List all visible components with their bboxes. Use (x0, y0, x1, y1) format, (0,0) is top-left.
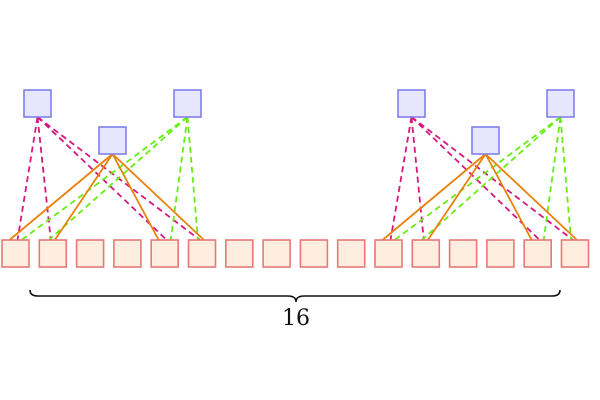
bottom-node-12 (411, 239, 441, 268)
bottom-node-9 (299, 239, 329, 268)
top-node-g2-left (397, 89, 426, 118)
bottom-node-2 (38, 239, 68, 268)
bottom-node-layer (1, 239, 590, 268)
bottom-node-7 (225, 239, 254, 268)
edge-g1-middle-to-1 (8, 153, 114, 241)
edge-g2-middle-to-15 (484, 153, 533, 241)
edge-g2-left-to-11 (389, 116, 413, 241)
edge-g1-middle-to-5 (111, 153, 160, 241)
bottom-node-5 (150, 239, 179, 268)
top-node-layer (23, 89, 575, 155)
edge-g1-right-to-2 (48, 116, 189, 241)
bottom-node-16 (560, 239, 590, 268)
edge-g2-middle-to-16 (484, 153, 578, 241)
edge-g2-right-to-12 (421, 116, 562, 241)
edge-g2-right-to-15 (542, 116, 562, 241)
edge-g1-left-to-2 (36, 116, 52, 241)
edge-g2-middle-to-12 (427, 153, 487, 241)
bottom-node-13 (448, 239, 478, 268)
top-node-g1-middle (98, 126, 127, 155)
bottom-node-1 (1, 239, 30, 268)
bottom-node-8 (262, 239, 291, 268)
bottom-node-6 (187, 239, 217, 268)
edge-g2-left-to-12 (410, 116, 425, 241)
top-node-g2-right (546, 89, 575, 118)
count-brace-label: 16 (282, 306, 310, 331)
bottom-node-15 (523, 239, 553, 268)
edge-g1-middle-to-2 (54, 153, 114, 241)
edge-g1-right-to-5 (169, 116, 189, 241)
top-node-g1-left (23, 89, 52, 118)
edge-g2-right-to-11 (393, 116, 562, 241)
count-brace (29, 289, 561, 303)
bottom-node-4 (113, 239, 142, 268)
top-node-g2-middle (471, 126, 500, 155)
bottom-node-14 (486, 239, 515, 268)
edge-g1-left-to-1 (16, 116, 39, 241)
bottom-node-11 (374, 239, 403, 268)
edge-g1-right-to-6 (186, 116, 199, 241)
bottom-node-3 (75, 239, 105, 268)
edge-g1-middle-to-6 (111, 153, 205, 241)
edge-g2-right-to-16 (559, 116, 572, 241)
top-node-g1-right (173, 89, 202, 118)
bottom-node-10 (336, 239, 366, 268)
edge-layer (8, 116, 578, 241)
edge-g2-middle-to-11 (381, 153, 487, 241)
edge-g1-right-to-1 (20, 116, 189, 241)
